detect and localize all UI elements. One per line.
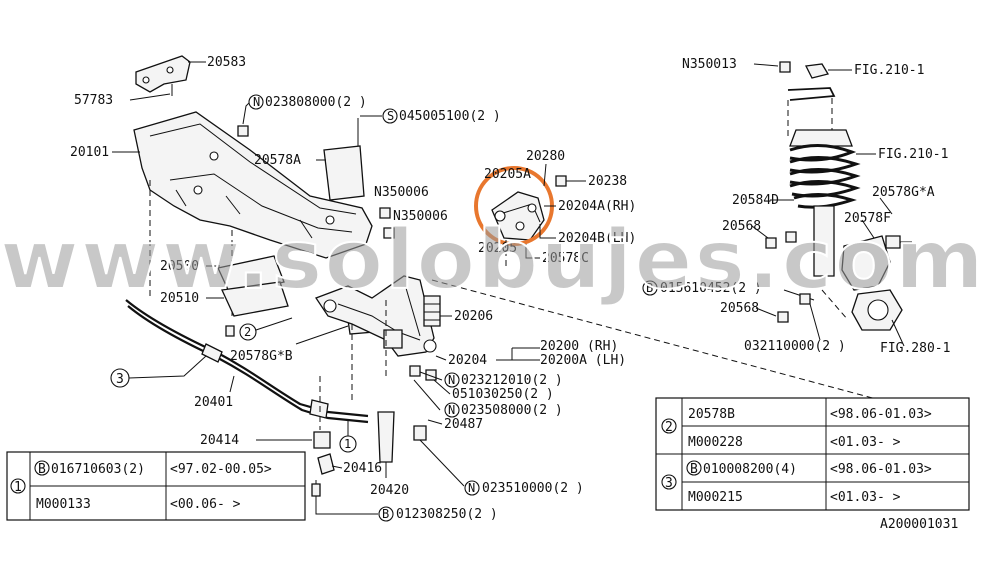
label-20280: 20280	[526, 149, 565, 164]
table-cell-part: M000215	[688, 490, 743, 505]
bracket-20583	[135, 55, 191, 93]
label-023508000: 023508000(2 )	[461, 403, 563, 418]
svg-text:B: B	[38, 462, 46, 477]
label-015610452: 015610452(2 )	[660, 281, 762, 296]
svg-text:B: B	[690, 462, 698, 477]
label-20510: 20510	[160, 291, 199, 306]
label-20238: 20238	[588, 174, 627, 189]
svg-text:N: N	[468, 481, 475, 495]
label-20420: 20420	[370, 483, 409, 498]
table-cell-range: <00.06- >	[170, 497, 241, 512]
label-023212010: 023212010(2 )	[461, 373, 563, 388]
table-cell-range: <98.06-01.03>	[830, 407, 932, 422]
label-20204: 20204	[448, 353, 487, 368]
crossmember-20101	[133, 111, 373, 259]
table-cell-range: <01.03- >	[830, 490, 901, 505]
label-20401: 20401	[194, 395, 233, 410]
label-20487: 20487	[444, 417, 483, 432]
label-032110000: 032110000(2 )	[744, 339, 846, 354]
label-20200A: 20200A (LH)	[540, 353, 626, 368]
label-20204B: 20204B(LH)	[558, 231, 636, 246]
label-fig210-a: FIG.210-1	[854, 63, 924, 78]
table-cell-range: <98.06-01.03>	[830, 462, 932, 477]
label-20200: 20200 (RH)	[540, 339, 618, 354]
label-20205: 20205	[478, 241, 517, 256]
svg-text:N: N	[448, 403, 455, 417]
coil-spring	[787, 87, 861, 209]
label-fig280: FIG.280-1	[880, 341, 950, 356]
label-012308250: 012308250(2 )	[396, 507, 498, 522]
label-fig210-b: FIG.210-1	[878, 147, 948, 162]
table-ref-2-number: 2	[665, 420, 673, 435]
svg-text:S: S	[387, 109, 394, 123]
label-20414: 20414	[200, 433, 239, 448]
svg-text:2: 2	[244, 325, 251, 339]
label-20500: 20500	[160, 259, 199, 274]
label-023808000: 023808000(2 )	[265, 95, 367, 110]
label-051030250: 051030250(2 )	[452, 387, 554, 402]
watermark: www.solobujes.com	[0, 213, 986, 308]
label-20206: 20206	[454, 309, 493, 324]
diagram-id: A200001031	[880, 517, 958, 532]
table-cell-part: M000133	[36, 497, 91, 512]
svg-text:3: 3	[116, 372, 124, 387]
label-20204A: 20204A(RH)	[558, 199, 636, 214]
label-20101: 20101	[70, 145, 109, 160]
label-023510000: 023510000(2 )	[482, 481, 584, 496]
label-20205A: 20205A	[484, 167, 531, 182]
svg-text:N: N	[448, 373, 455, 387]
label-n350013: N350013	[682, 57, 737, 72]
table-cell-range: <97.02-00.05>	[170, 462, 272, 477]
svg-text:1: 1	[344, 437, 351, 451]
label-20578GA: 20578G*A	[872, 185, 935, 200]
svg-text:N: N	[253, 95, 260, 109]
callout-2-link	[239, 323, 257, 341]
svg-text:B: B	[382, 507, 389, 521]
table-cell-part: 20578B	[688, 407, 735, 422]
label-045005100: 045005100(2 )	[399, 109, 501, 124]
table-cell-part: 016710603(2)	[51, 462, 145, 477]
table-cell-part: M000228	[688, 435, 743, 450]
table-cell-range: <01.03- >	[830, 435, 901, 450]
bracket-20205	[491, 191, 545, 241]
label-20578A: 20578A	[254, 153, 301, 168]
label-n350006-b: N350006	[393, 209, 448, 224]
table-ref-3-number: 3	[665, 476, 673, 491]
table-cell-part: 010008200(4)	[703, 462, 797, 477]
label-20416: 20416	[343, 461, 382, 476]
label-57783: 57783	[74, 93, 113, 108]
table-refs-2-3: 2 20578B <98.06-01.03> M000228 <01.03- >…	[655, 397, 970, 511]
label-20568-a: 20568	[722, 219, 761, 234]
label-20584D: 20584D	[732, 193, 779, 208]
label-20578F: 20578F	[844, 211, 891, 226]
label-n350006-a: N350006	[374, 185, 429, 200]
stabilizer-bar-20401	[125, 299, 369, 424]
label-20583: 20583	[207, 55, 246, 70]
table-ref-1: 1 B 016710603(2) <97.02-00.05> M000133 <…	[6, 451, 306, 521]
label-20578C: 20578C	[542, 251, 589, 266]
label-20578GB: 20578G*B	[230, 349, 293, 364]
label-20568-b: 20568	[720, 301, 759, 316]
lower-arm-20200	[315, 275, 441, 357]
svg-text:B: B	[646, 281, 653, 295]
table-ref-1-number: 1	[14, 480, 22, 495]
